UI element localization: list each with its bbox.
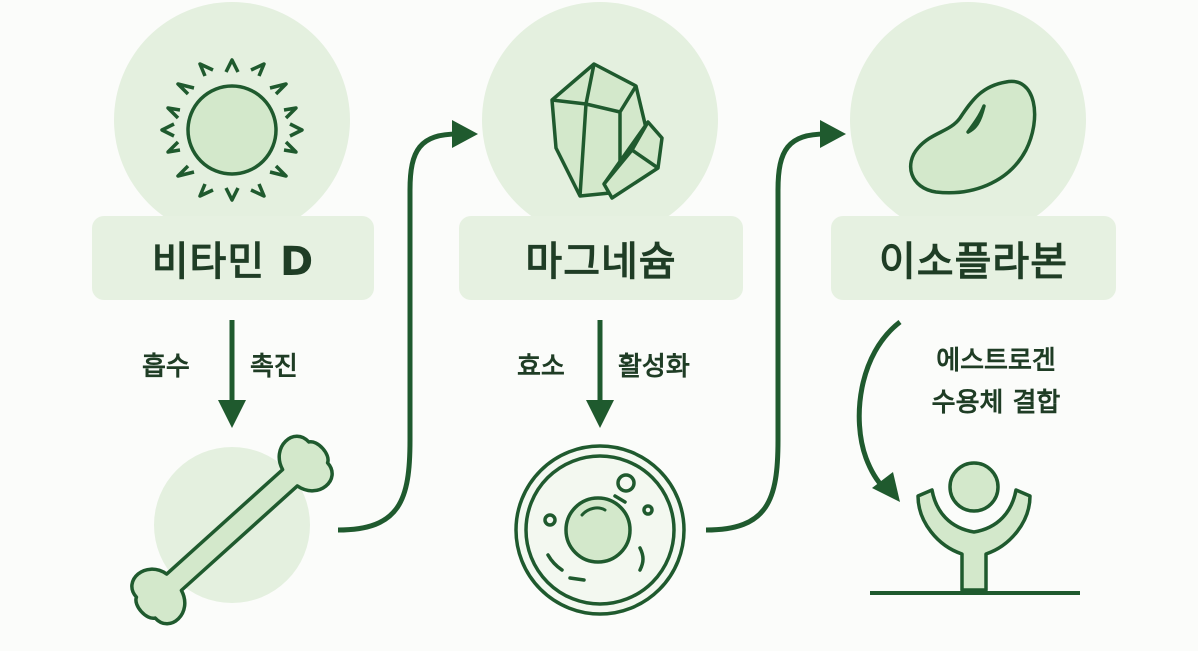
connector-arrow-1 bbox=[337, 131, 459, 533]
connector-arrow-2-head bbox=[820, 120, 846, 148]
magnesium-label: 마그네슘 bbox=[459, 216, 743, 300]
connector-arrow-1-head bbox=[452, 120, 478, 148]
crystal-icon bbox=[550, 62, 664, 200]
cell-icon bbox=[514, 444, 686, 616]
isoflavone-effect-line2: 수용체 결합 bbox=[931, 388, 1061, 418]
curved-arrow-3-head bbox=[872, 472, 900, 502]
isoflavone-label: 이소플라본 bbox=[831, 216, 1116, 300]
magnesium-effect-right: 활성화 bbox=[618, 352, 690, 382]
curved-arrow-3 bbox=[856, 320, 902, 490]
vitamin-d-effect-left: 흡수 bbox=[142, 352, 190, 382]
sun-icon bbox=[160, 58, 304, 202]
down-arrow-2-head bbox=[586, 400, 614, 428]
down-arrow-1-head bbox=[218, 400, 246, 428]
magnesium-effect-left: 효소 bbox=[517, 352, 565, 382]
isoflavone-effect-line1: 에스트로겐 bbox=[936, 346, 1056, 376]
receptor-icon bbox=[870, 461, 1080, 595]
isoflavone-effect: 에스트로겐 수용체 결합 bbox=[896, 340, 1096, 424]
vitamin-d-label: 비타민 D bbox=[92, 216, 374, 300]
bone-icon bbox=[130, 434, 334, 626]
connector-arrow-2 bbox=[705, 131, 827, 533]
bean-icon bbox=[908, 79, 1037, 195]
vitamin-d-effect-right: 촉진 bbox=[250, 352, 298, 382]
